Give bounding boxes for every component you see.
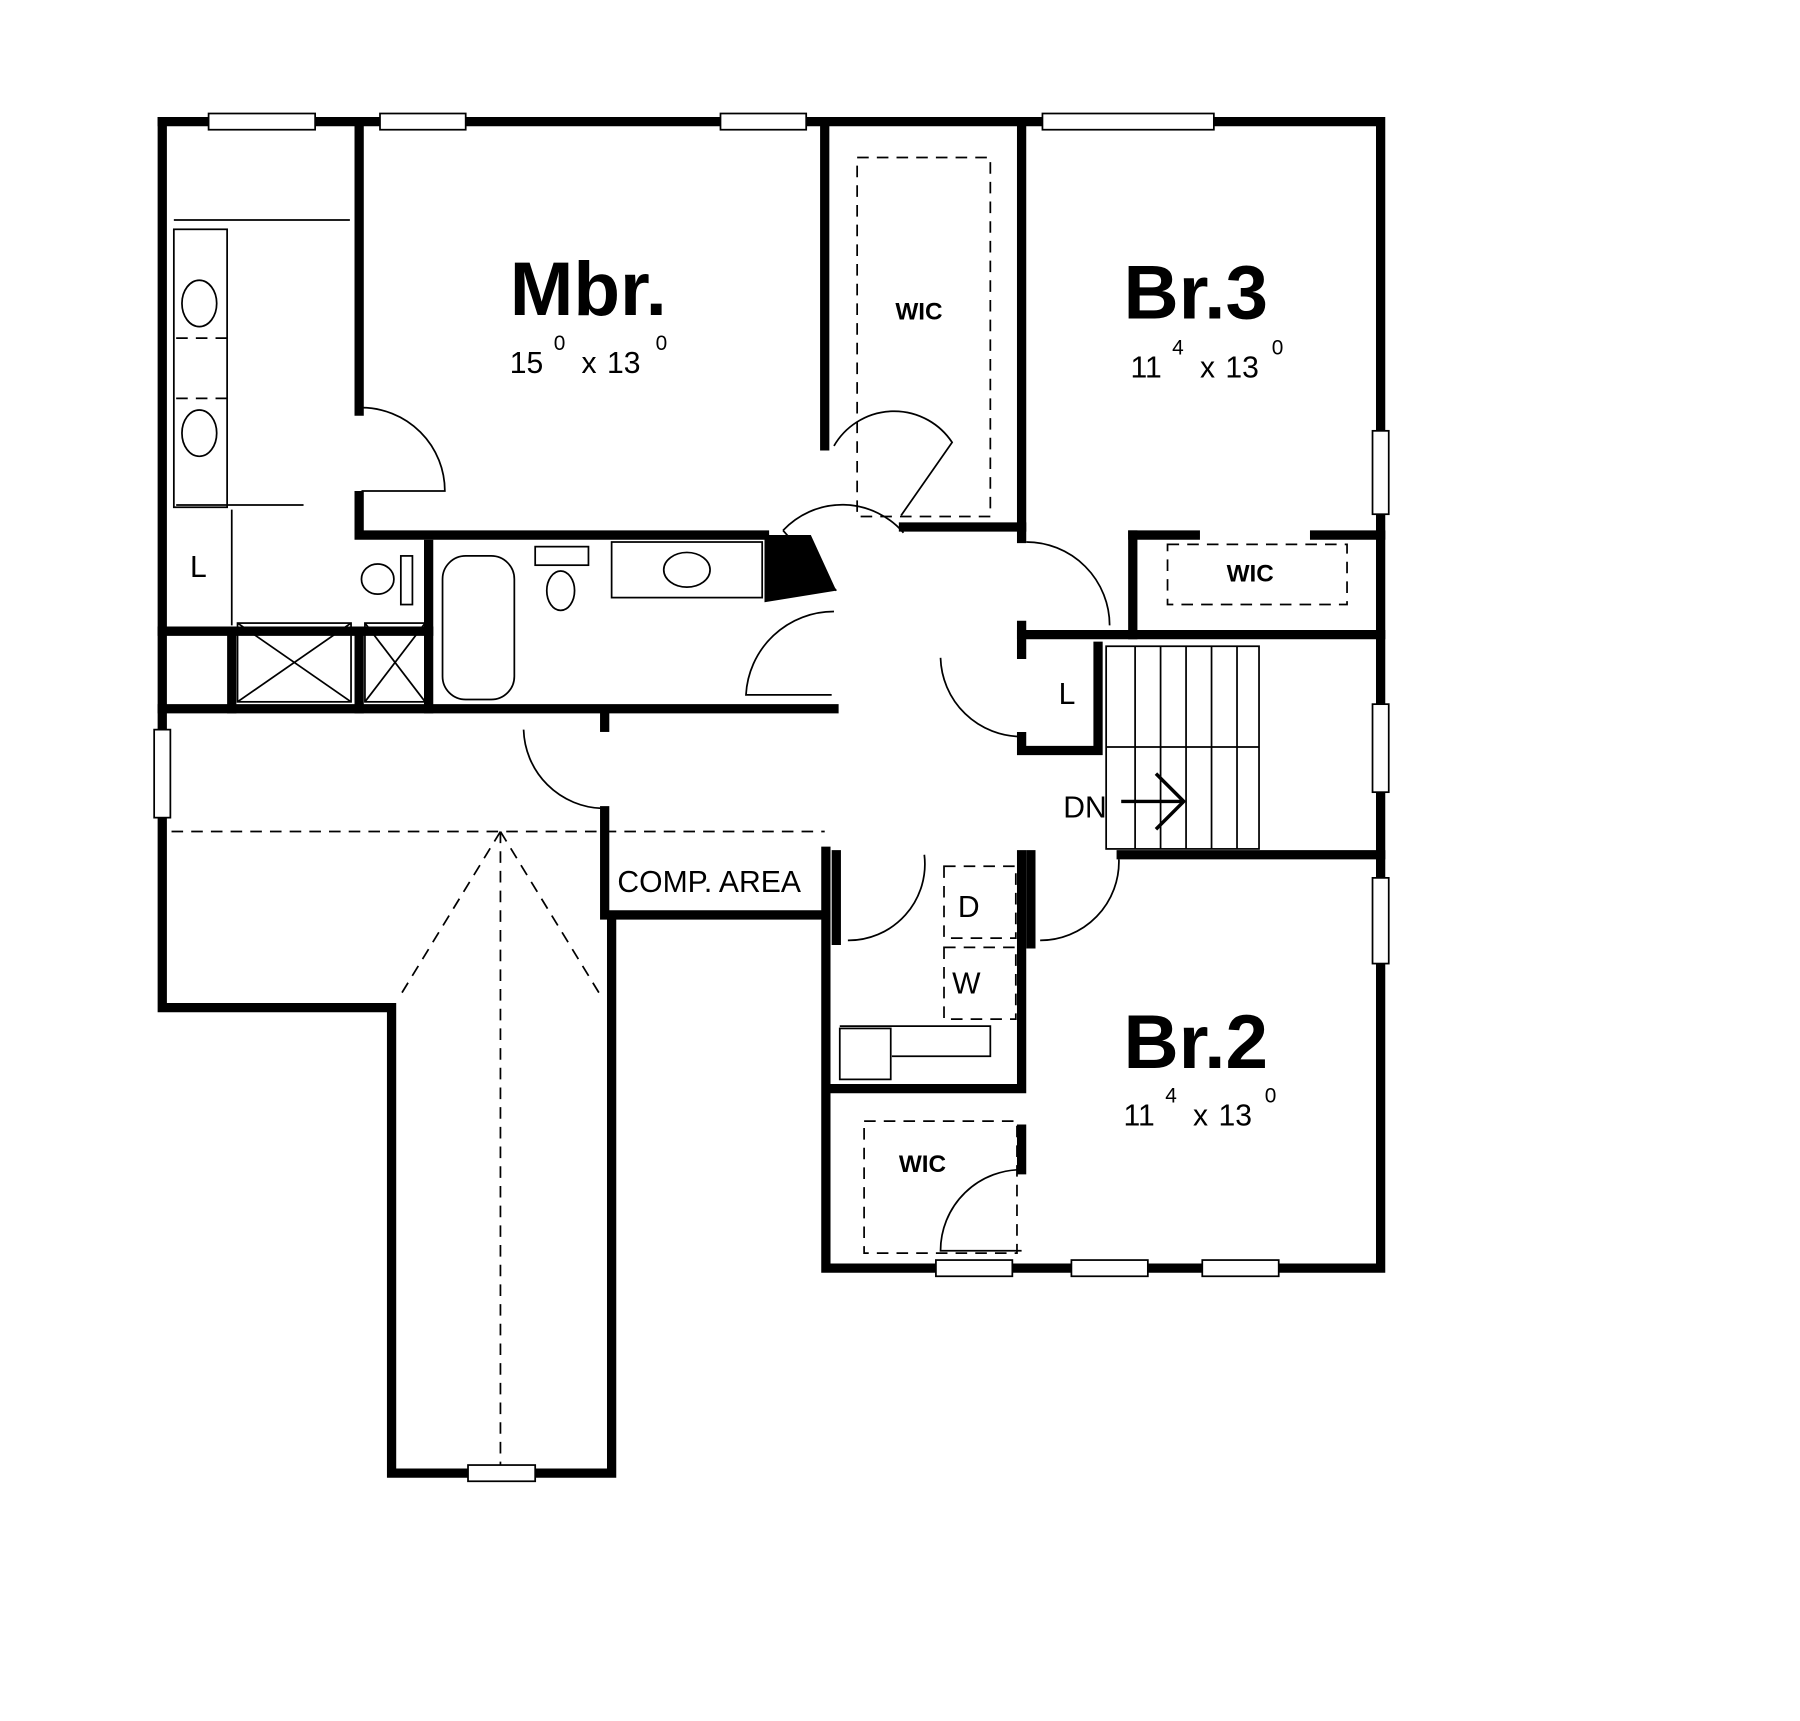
room-dim: 0: [554, 332, 566, 355]
interior-walls: [157, 125, 1386, 1175]
room-dim: 13: [1218, 1100, 1252, 1133]
room-dim: 11: [1130, 352, 1161, 385]
arrow-right-icon: [1121, 772, 1187, 831]
label-wic-br3: WIC: [1227, 560, 1274, 587]
room-dim: 11: [1124, 1100, 1155, 1133]
label-dryer: D: [958, 891, 980, 924]
room-dim: 0: [1265, 1085, 1277, 1108]
room-dim: x: [1200, 352, 1215, 385]
label-wic-br2: WIC: [899, 1151, 946, 1178]
room-name-br3: Br.3: [1124, 250, 1268, 335]
bonus-room-roofline: [171, 830, 825, 1466]
label-wic-mbr: WIC: [895, 299, 942, 326]
room-name-br2: Br.2: [1124, 1000, 1268, 1085]
label-linen-hall: L: [1059, 678, 1076, 711]
label-stairs-down: DN: [1063, 792, 1106, 825]
room-dim: x: [1193, 1100, 1208, 1133]
room-dim: 13: [1225, 352, 1259, 385]
room-mbr: Mbr. 15 0 x 13 0: [510, 247, 668, 380]
room-dim: 15: [510, 347, 543, 380]
label-washer: W: [952, 968, 981, 1001]
fixtures: [172, 156, 1348, 1254]
room-dim: 4: [1165, 1085, 1177, 1108]
room-dim: x: [582, 347, 597, 380]
staircase: [1105, 645, 1260, 850]
room-dim: 4: [1172, 336, 1184, 359]
room-dim: 0: [656, 332, 668, 355]
room-name-mbr: Mbr.: [510, 247, 667, 332]
windows: [153, 112, 1390, 1483]
room-br2: Br.2 11 4 x 13 0: [1124, 1000, 1277, 1133]
room-dim: 0: [1272, 336, 1284, 359]
exterior-walls: [157, 116, 1386, 1478]
room-dim: 13: [607, 347, 640, 380]
label-comp-area: COMP. AREA: [617, 866, 801, 899]
door-swings: [361, 406, 1120, 1252]
room-br3: Br.3 11 4 x 13 0: [1124, 250, 1284, 384]
label-linen-bath: L: [190, 551, 207, 584]
